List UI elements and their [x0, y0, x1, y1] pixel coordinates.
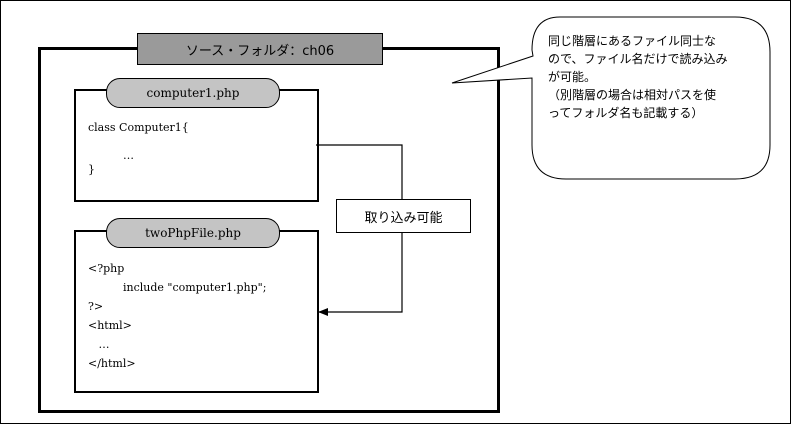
- source-folder-label: ソース・フォルダ：ch06: [137, 33, 383, 65]
- callout-line: （別階層の場合は相対パスを使: [548, 88, 717, 102]
- callout-line: ので、ファイル名だけで読み込み: [548, 52, 728, 66]
- callout-line: ってフォルダ名も記載する）: [548, 106, 704, 120]
- code-line: <?php: [88, 262, 125, 275]
- code-line: class Computer1{: [88, 121, 189, 134]
- callout-line: 同じ階層にあるファイル同士な: [548, 34, 717, 48]
- code-line: <html>: [88, 319, 132, 332]
- twophpfile-code: <?php include "computer1.php"; ?> <html> ……: [88, 259, 266, 373]
- code-line: ?>: [88, 300, 104, 313]
- computer1-file-name: computer1.php: [106, 78, 280, 108]
- callout-line: が可能。: [548, 70, 597, 84]
- code-line: }: [88, 163, 95, 176]
- speech-bubble: [451, 16, 771, 180]
- code-line: include "computer1.php";: [88, 281, 267, 294]
- twophpfile-file-box: [74, 230, 319, 393]
- code-line: …: [88, 338, 110, 351]
- code-line: </html>: [88, 357, 136, 370]
- callout-text: 同じ階層にあるファイル同士な ので、ファイル名だけで読み込み が可能。 （別階層…: [548, 32, 766, 122]
- computer1-code: class Computer1{ …}: [88, 121, 189, 177]
- code-line: …: [88, 149, 134, 162]
- include-possible-label: 取り込み可能: [336, 199, 471, 233]
- twophpfile-file-name: twoPhpFile.php: [106, 218, 280, 248]
